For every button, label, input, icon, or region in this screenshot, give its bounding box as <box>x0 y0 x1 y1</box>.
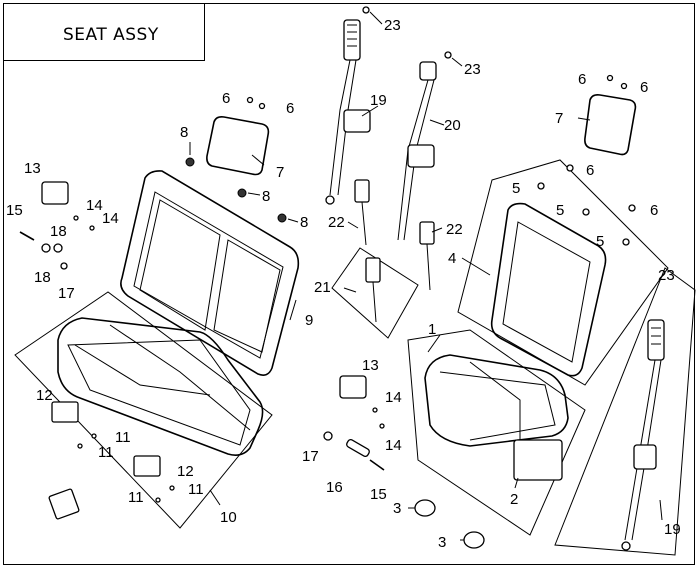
bench-backrest <box>120 170 300 376</box>
label-11c: 11 <box>188 481 204 498</box>
label-8c: 8 <box>300 214 308 231</box>
label-12a: 12 <box>36 387 53 404</box>
left-seatbelt <box>325 6 371 205</box>
label-3b: 3 <box>438 534 446 551</box>
label-19a: 19 <box>370 92 387 109</box>
label-6a: 6 <box>222 90 230 107</box>
label-18a: 18 <box>50 223 67 240</box>
right-seatbelt <box>621 319 665 551</box>
label-15b: 15 <box>370 486 387 503</box>
label-23c: 23 <box>658 267 675 284</box>
center-buckle <box>419 221 435 245</box>
label-23a: 23 <box>384 17 401 34</box>
label-14b: 14 <box>102 210 119 227</box>
label-7a: 7 <box>276 164 284 181</box>
label-1: 1 <box>428 321 436 338</box>
label-10: 10 <box>220 509 237 526</box>
label-8b: 8 <box>262 188 270 205</box>
right-backrest <box>490 202 607 377</box>
label-6b: 6 <box>286 100 294 117</box>
label-13a: 13 <box>24 160 41 177</box>
part-number-labels: 1 2 3 3 4 5 5 5 6 6 6 6 6 6 7 7 8 8 8 9 … <box>6 17 681 551</box>
bench-cushion <box>57 317 264 456</box>
buckle-assembly <box>365 257 381 283</box>
label-16: 16 <box>326 479 343 496</box>
label-14a: 14 <box>86 197 103 214</box>
diagram-frame <box>3 3 695 565</box>
label-3a: 3 <box>393 500 401 517</box>
label-8a: 8 <box>180 124 188 141</box>
label-6d: 6 <box>640 79 648 96</box>
label-14d: 14 <box>385 437 402 454</box>
label-22b: 22 <box>446 221 463 238</box>
label-21: 21 <box>314 279 331 296</box>
label-22a: 22 <box>328 214 345 231</box>
buckle-group-outline <box>331 247 419 339</box>
label-5b: 5 <box>556 202 564 219</box>
title-box: SEAT ASSY <box>3 3 205 61</box>
label-6c: 6 <box>578 71 586 88</box>
label-11d: 11 <box>128 489 144 506</box>
label-20: 20 <box>444 117 461 134</box>
label-17b: 17 <box>302 448 319 465</box>
right-backrest-group-outline <box>457 159 669 386</box>
label-2: 2 <box>510 491 518 508</box>
label-11b: 11 <box>98 444 114 461</box>
label-15a: 15 <box>6 202 23 219</box>
label-4: 4 <box>448 250 456 267</box>
label-5c: 5 <box>596 233 604 250</box>
seat-cushion-group-outline <box>14 291 273 529</box>
right-headrest <box>584 94 637 156</box>
diagram-title: SEAT ASSY <box>63 25 159 45</box>
label-13b: 13 <box>362 357 379 374</box>
label-11a: 11 <box>115 429 131 446</box>
left-headrest <box>206 116 270 176</box>
label-23b: 23 <box>464 61 481 78</box>
label-12b: 12 <box>177 463 194 480</box>
label-19b: 19 <box>664 521 681 538</box>
right-cushion <box>424 354 569 447</box>
label-5a: 5 <box>512 180 520 197</box>
center-seatbelt <box>397 51 452 241</box>
label-6f: 6 <box>650 202 658 219</box>
label-9: 9 <box>305 312 313 329</box>
label-14c: 14 <box>385 389 402 406</box>
label-18b: 18 <box>34 269 51 286</box>
label-7b: 7 <box>555 110 563 127</box>
label-6e: 6 <box>586 162 594 179</box>
label-17a: 17 <box>58 285 75 302</box>
leader-lines <box>189 11 663 541</box>
right-belt-group-outline <box>554 267 696 556</box>
hardware-parts <box>19 74 636 549</box>
left-buckle <box>354 179 370 203</box>
